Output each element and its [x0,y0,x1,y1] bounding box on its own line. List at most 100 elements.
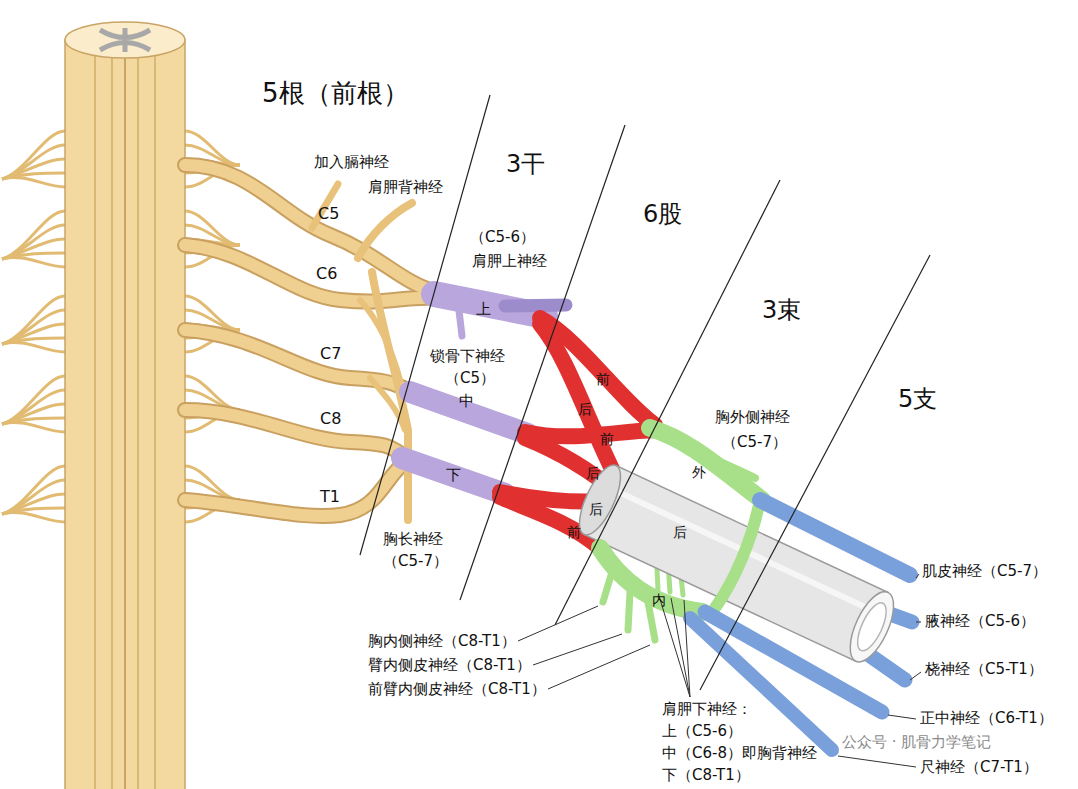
division-label: 前 [596,371,610,388]
heading-label: 3束 [762,296,801,325]
nerve-label: 肩胛背神经 [368,178,443,196]
root-label: C8 [320,409,341,428]
front-cords [600,428,910,750]
leader-line [916,574,919,578]
lateral-pectoral-nerve [700,452,755,478]
leader-line [838,756,916,767]
nerve-label: 桡神经（C5-T1） [925,660,1043,678]
rootlet [2,343,65,352]
region-dividers [360,95,930,690]
rootlet [2,423,65,432]
root-c6 [185,245,436,302]
cord-stripe [124,50,126,789]
median-lateral-root [715,500,760,608]
medial-pectoral-nerve [603,572,612,602]
nerve-label: 臂内侧皮神经（C8-T1） [368,656,531,674]
rootlet [2,390,65,424]
nerve-label: 胸长神经 [383,530,443,548]
rootlet [2,131,65,179]
middle-anterior-division [525,430,655,436]
leader-line [916,622,921,623]
nerve-label: 肌皮神经（C5-7） [922,562,1047,580]
cord-stripe [94,50,96,789]
nerve-label: 胸外侧神经 [715,408,790,426]
division-label: 后 [589,501,603,518]
leader-line [888,715,916,719]
cord-body [65,40,185,789]
rootlet [2,225,65,259]
nerve-label: 肩胛下神经： [662,700,752,718]
rootlet [2,404,65,424]
leader-line [910,672,921,680]
nerve-label: 加入膈神经 [314,153,389,171]
dorsal-scapular-nerve [358,203,412,258]
artery-end [841,586,902,668]
nerve-label: 尺神经（C7-T1） [920,758,1038,776]
leader-line [684,600,690,697]
cord-label: 外 [692,464,706,481]
root-label: C5 [318,204,339,223]
heading-label: 3干 [506,150,545,179]
root-c8 [185,410,406,456]
rootlet [2,480,65,514]
suprascapular-nerve [505,305,566,306]
rootlet [2,211,65,259]
cord-top [65,22,185,58]
segment-label: （C5） [445,369,495,387]
rootlet [2,296,65,344]
segment-label: （C5-7） [722,433,787,451]
rootlet [2,494,65,514]
division-label: 前 [567,524,581,541]
leader-line [671,598,690,697]
cord-label: 后 [673,524,687,541]
cord-stripe [111,50,113,789]
nerve-label: 锁骨下神经 [430,347,505,365]
root-label: C6 [316,264,337,283]
subclavian-nerve [458,302,462,336]
divider-line [555,180,780,625]
heading-label: 6股 [643,200,682,229]
root-c7 [185,330,414,392]
leader-line [533,634,622,665]
segment-label: （C5-7） [383,552,448,570]
root-c7 [185,330,414,392]
long-thoracic-root [370,378,405,430]
rootlet [2,239,65,259]
rootlet [2,145,65,179]
cord-stripe [137,50,139,789]
nerve-label: 胸内侧神经（C8-T1） [368,632,516,650]
nerve-label: 肩胛上神经 [472,252,547,270]
root-c8 [185,410,406,456]
heading-label: 5支 [898,385,937,414]
artery-lumen [852,599,892,655]
rootlet [2,310,65,344]
nerve-label: 前臂内侧皮神经（C8-T1） [368,680,546,698]
root-label: T1 [320,487,340,506]
divider-line [700,255,930,690]
rootlet [2,178,65,187]
trunk-label: 中 [459,392,474,410]
nerve-label: 正中神经（C6-T1） [920,709,1053,727]
rootlet [2,513,65,522]
musculocutaneous-nerve [760,500,910,575]
rootlet [2,258,65,267]
medial-brachial-cutaneous-nerve [628,592,630,630]
grey-matter [100,28,150,52]
heading-label: 5根（前根） [262,78,409,109]
trunk-label: 上 [476,300,491,318]
division-label: 后 [586,465,600,482]
division-label: 前 [600,431,614,448]
nerve-label: 腋神经（C5-6） [925,612,1035,630]
division-label: 后 [578,401,592,418]
nerve-label: 中（C6-8）即胸背神经 [662,744,817,762]
upper-anterior-division [540,318,655,425]
trunk-label: 下 [446,466,461,484]
middle-trunk [410,392,528,434]
rootlet [2,324,65,344]
long-thoracic-root [360,300,400,380]
watermark: 公众号 · 肌骨力学笔记 [842,733,991,751]
leader-line [548,645,650,689]
leader-line [518,606,598,641]
rootlet [2,376,65,424]
